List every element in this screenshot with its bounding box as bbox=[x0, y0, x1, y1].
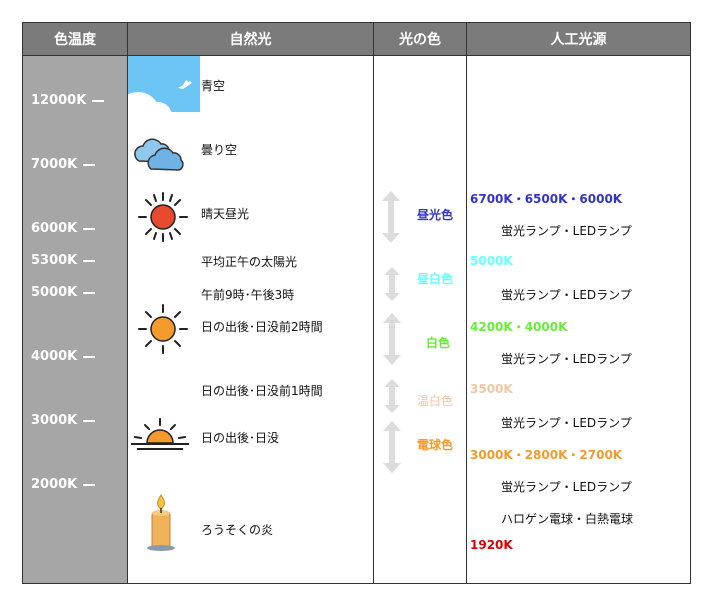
header-temp: 色温度 bbox=[23, 23, 127, 55]
temp-label: 4000K bbox=[23, 349, 127, 364]
temp-label: 5000K bbox=[23, 285, 127, 300]
light-color-white: 白色 bbox=[426, 336, 451, 350]
range-arrow-icon bbox=[384, 267, 400, 301]
source-description: ハロゲン電球・白熱電球 bbox=[501, 512, 634, 526]
sun-icon bbox=[138, 192, 188, 242]
header-divider bbox=[23, 55, 690, 56]
source-description: 蛍光ランプ・LEDランプ bbox=[501, 480, 632, 494]
natural-light-label: 青空 bbox=[201, 79, 226, 93]
divider bbox=[466, 23, 467, 583]
temp-label: 6000K bbox=[23, 221, 127, 236]
source-kelvin: 3500K bbox=[470, 382, 513, 396]
source-description: 蛍光ランプ・LEDランプ bbox=[501, 352, 632, 366]
blue-sky-icon bbox=[128, 56, 200, 112]
light-color-daylight: 昼光色 bbox=[417, 208, 454, 222]
natural-light-label: 日の出後･日没前2時間 bbox=[201, 320, 323, 334]
source-description: 蛍光ランプ・LEDランプ bbox=[501, 416, 632, 430]
range-arrow-icon bbox=[383, 421, 401, 473]
light-color-warm-white: 温白色 bbox=[417, 394, 454, 408]
range-arrow-icon bbox=[382, 191, 400, 243]
natural-light-label: ろうそくの炎 bbox=[201, 523, 274, 537]
source-kelvin: 1920K bbox=[470, 538, 513, 552]
sun-orange-icon bbox=[138, 304, 188, 354]
natural-light-label: 日の出後･日没前1時間 bbox=[201, 384, 323, 398]
temp-label: 3000K bbox=[23, 413, 127, 428]
natural-light-label: 午前9時･午後3時 bbox=[201, 288, 295, 302]
temp-label: 12000K bbox=[23, 93, 127, 108]
sunset-icon bbox=[131, 418, 189, 450]
header-artificial: 人工光源 bbox=[467, 23, 690, 55]
cloud-icon bbox=[134, 138, 184, 171]
temp-label: 2000K bbox=[23, 477, 127, 492]
source-kelvin: 5000K bbox=[470, 254, 513, 268]
temp-label: 7000K bbox=[23, 157, 127, 172]
natural-light-label: 晴天昼光 bbox=[201, 207, 250, 221]
range-arrow-icon bbox=[384, 379, 400, 413]
source-description: 蛍光ランプ・LEDランプ bbox=[501, 288, 632, 302]
light-color-bulb: 電球色 bbox=[417, 438, 454, 452]
source-kelvin: 4200K・4000K bbox=[470, 320, 568, 334]
temperature-column bbox=[23, 56, 127, 583]
natural-light-label: 日の出後･日没 bbox=[201, 431, 280, 445]
light-color-neutral: 昼白色 bbox=[417, 272, 454, 286]
source-kelvin: 6700K・6500K・6000K bbox=[470, 192, 623, 206]
divider bbox=[373, 23, 374, 583]
natural-light-label: 平均正午の太陽光 bbox=[201, 255, 298, 269]
source-kelvin: 3000K・2800K・2700K bbox=[470, 448, 623, 462]
color-temperature-table: 色温度 自然光 光の色 人工光源 12000K 7000K 6000K 5300… bbox=[22, 22, 691, 584]
header-light-color: 光の色 bbox=[374, 23, 466, 55]
range-arrow-icon bbox=[383, 313, 401, 365]
candle-icon bbox=[147, 494, 175, 551]
source-description: 蛍光ランプ・LEDランプ bbox=[501, 224, 632, 238]
divider bbox=[127, 23, 128, 583]
header-natural: 自然光 bbox=[128, 23, 373, 55]
temp-label: 5300K bbox=[23, 253, 127, 268]
natural-light-label: 曇り空 bbox=[201, 143, 238, 157]
